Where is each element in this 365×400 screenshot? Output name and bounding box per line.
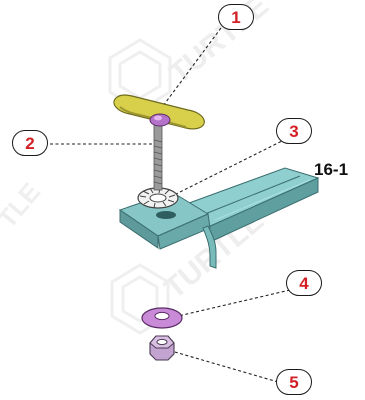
callout-3: 3 — [276, 118, 312, 144]
leader-line-5 — [167, 349, 279, 383]
callout-5: 5 — [276, 369, 312, 395]
leader-line-4 — [173, 289, 291, 318]
leader-line-3 — [171, 138, 287, 197]
watermark-text: TLE — [0, 177, 46, 234]
callout-2: 2 — [12, 130, 48, 156]
handle-icon — [113, 94, 205, 130]
nut-icon — [149, 335, 175, 361]
washer-icon — [141, 307, 183, 329]
leader-line-1 — [159, 27, 222, 111]
figure-code: 16-1 — [314, 160, 349, 179]
bracket-icon — [118, 167, 320, 269]
watermark-logo — [110, 263, 170, 335]
bolt-icon — [153, 117, 163, 191]
lock-washer-icon — [137, 187, 179, 209]
callout-4: 4 — [286, 270, 322, 296]
callout-1: 1 — [218, 4, 254, 30]
leader-lines — [50, 27, 291, 383]
